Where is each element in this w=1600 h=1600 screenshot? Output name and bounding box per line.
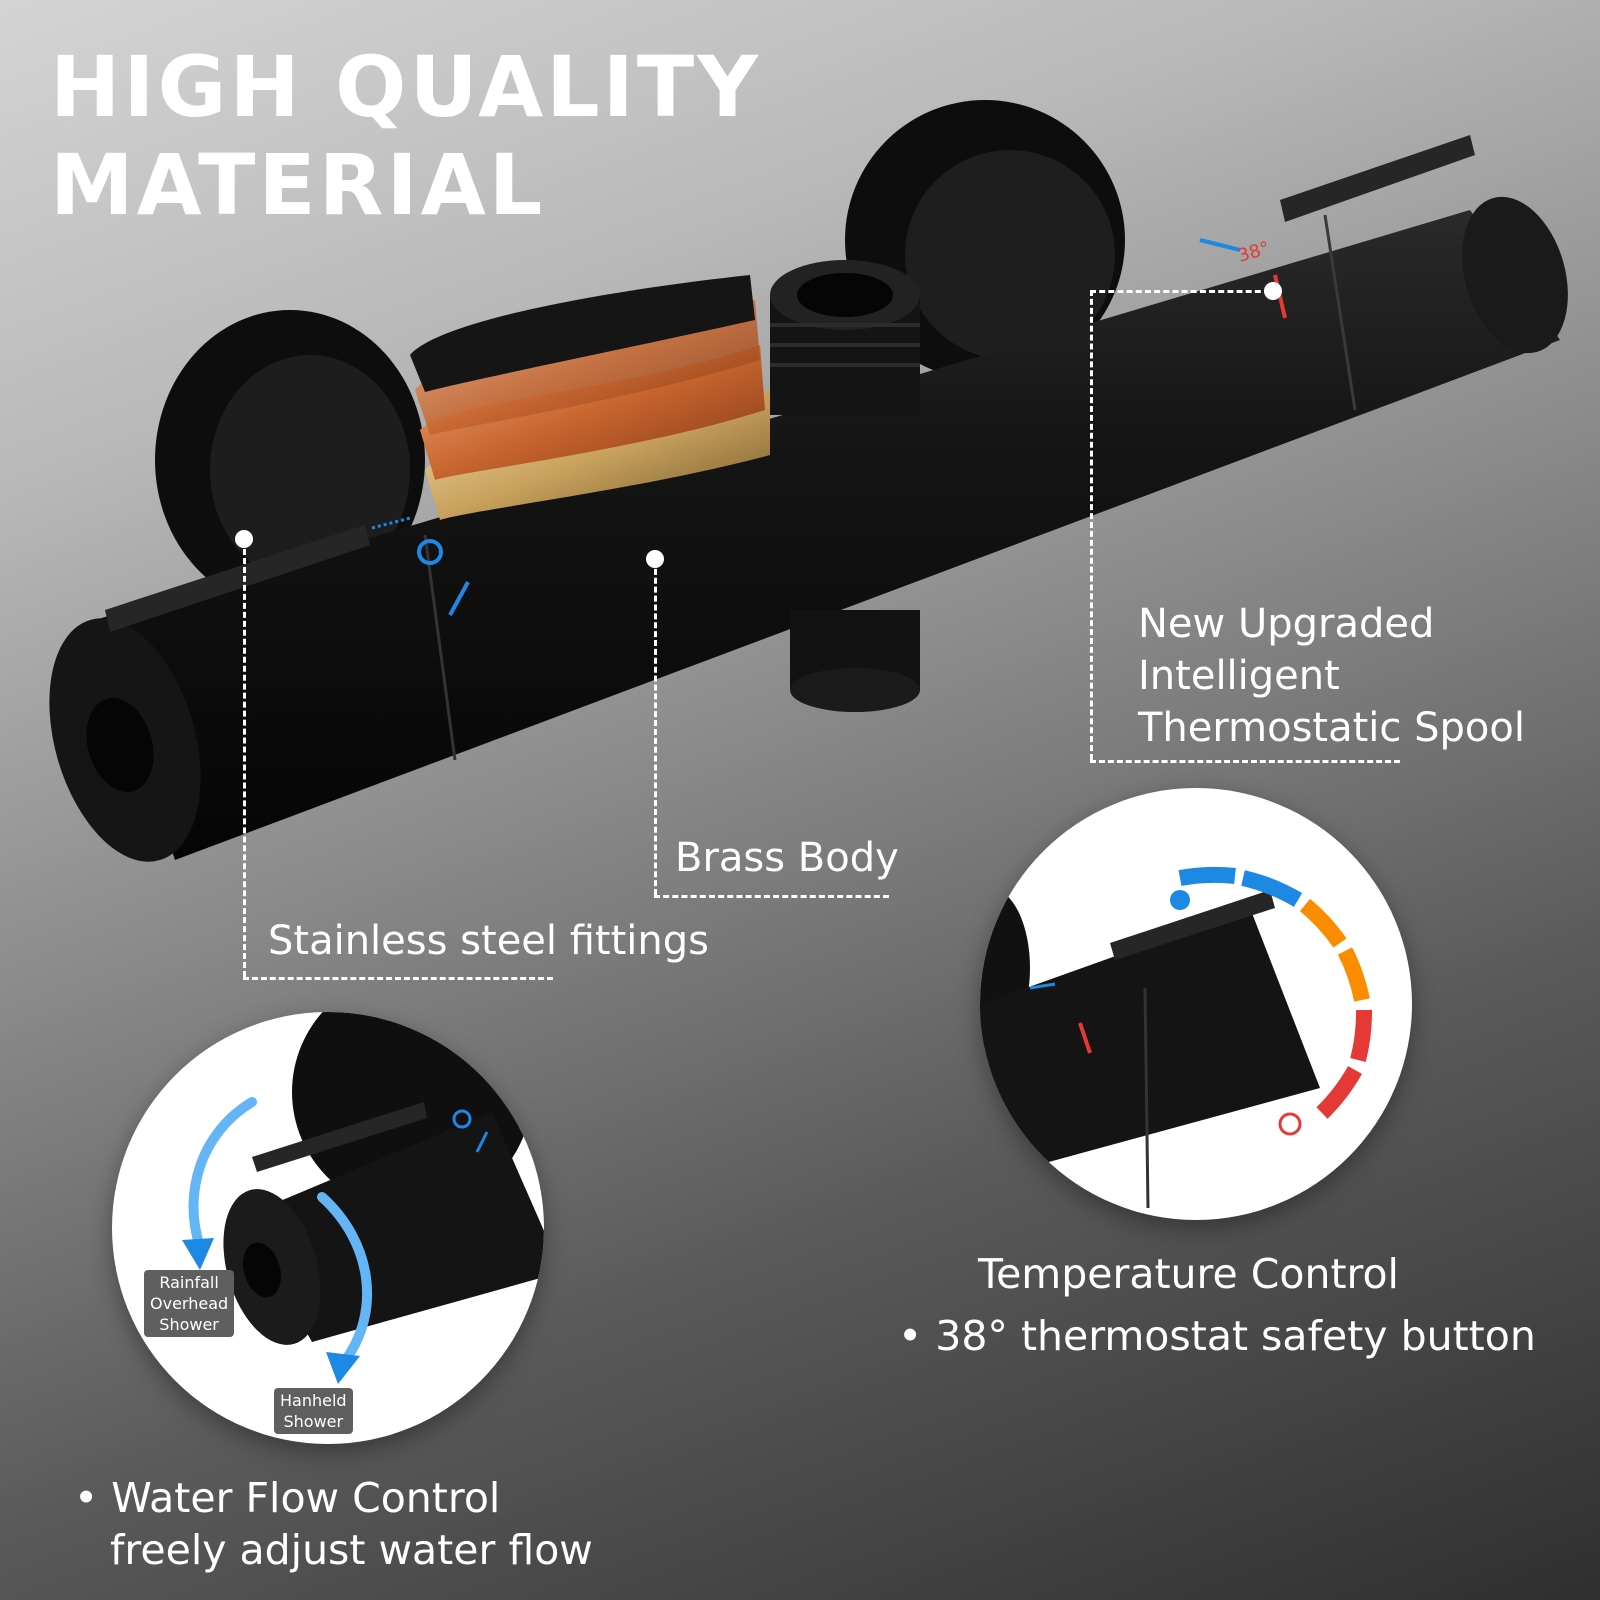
warmer-arc-segment [1337, 947, 1370, 1002]
spool-callout-label: New Upgraded Intelligent Thermostatic Sp… [1138, 598, 1525, 754]
temperature-detail-circle [980, 788, 1412, 1220]
stainless-fittings-label: Stainless steel fittings [268, 918, 709, 964]
water-flow-title-text: Water Flow Control [111, 1474, 501, 1522]
handheld-shower-tag: Hanheld Shower [274, 1388, 353, 1434]
brass-callout-bottom-line [654, 895, 889, 898]
water-flow-bullet: • [74, 1474, 99, 1522]
stainless-callout-bottom-line [243, 977, 553, 980]
rotate-arrow-right-icon [317, 1192, 373, 1367]
temperature-control-title: Temperature Control [978, 1250, 1399, 1298]
spool-callout-top-line [1090, 290, 1270, 293]
brass-callout-vertical-line [654, 560, 657, 895]
hottest-arc-segment [1316, 1065, 1362, 1119]
rainfall-tag-line-3: Shower [159, 1315, 219, 1334]
snowflake-icon [1170, 890, 1190, 910]
spool-callout-vertical-line [1090, 290, 1093, 760]
bottom-outlet [790, 610, 920, 712]
right-handle-ridge [1280, 135, 1475, 222]
rainfall-tag-line-2: Overhead [150, 1294, 229, 1313]
rainfall-tag-line-1: Rainfall [159, 1273, 219, 1292]
handheld-tag-line-2: Shower [283, 1412, 344, 1431]
main-tube [95, 196, 1568, 860]
flow-dial-markings [371, 516, 470, 616]
rainfall-shower-tag: Rainfall Overhead Shower [144, 1270, 235, 1337]
left-end-cap [49, 618, 201, 862]
spool-label-line-3: Thermostatic Spool [1138, 705, 1525, 751]
left-handle-ridge [105, 525, 370, 632]
cold-arc-segment [1178, 866, 1236, 886]
hot-arc-segment [1350, 1009, 1372, 1062]
stainless-callout-vertical-line [243, 540, 246, 977]
handheld-tag-line-1: Hanheld [280, 1391, 347, 1410]
temperature-handle-closeup [980, 866, 1372, 1209]
brass-body-label: Brass Body [675, 835, 899, 881]
rotate-arrow-left-icon [188, 1097, 257, 1252]
spool-label-line-1: New Upgraded [1138, 601, 1435, 647]
water-flow-detail-circle [112, 1012, 544, 1444]
water-flow-title: • Water Flow Control [74, 1474, 500, 1522]
temperature-marking: 38° [1236, 238, 1272, 267]
wall-flange-right [845, 100, 1125, 380]
cool-arc-segment [1241, 870, 1303, 907]
flow-handle-closeup [182, 1012, 544, 1384]
brass-callout-dot [646, 550, 664, 568]
temperature-control-subtitle: • 38° thermostat safety button [898, 1312, 1536, 1360]
temperature-subtitle-text: 38° thermostat safety button [935, 1312, 1536, 1360]
water-flow-subtitle: freely adjust water flow [110, 1526, 593, 1574]
stainless-callout-dot [235, 530, 253, 548]
warm-arc-segment [1299, 898, 1347, 948]
headline-line-2: MATERIAL [50, 136, 546, 234]
spool-label-line-2: Intelligent [1138, 653, 1340, 699]
spool-callout-bottom-line [1090, 760, 1400, 763]
headline: HIGH QUALITY MATERIAL [50, 38, 761, 234]
temperature-bullet: • [898, 1312, 923, 1360]
material-cutaway-layers [410, 275, 770, 520]
headline-line-1: HIGH QUALITY [50, 38, 761, 136]
spool-callout-dot [1264, 282, 1282, 300]
heat-icon [1278, 1112, 1302, 1136]
top-outlet [770, 260, 920, 415]
